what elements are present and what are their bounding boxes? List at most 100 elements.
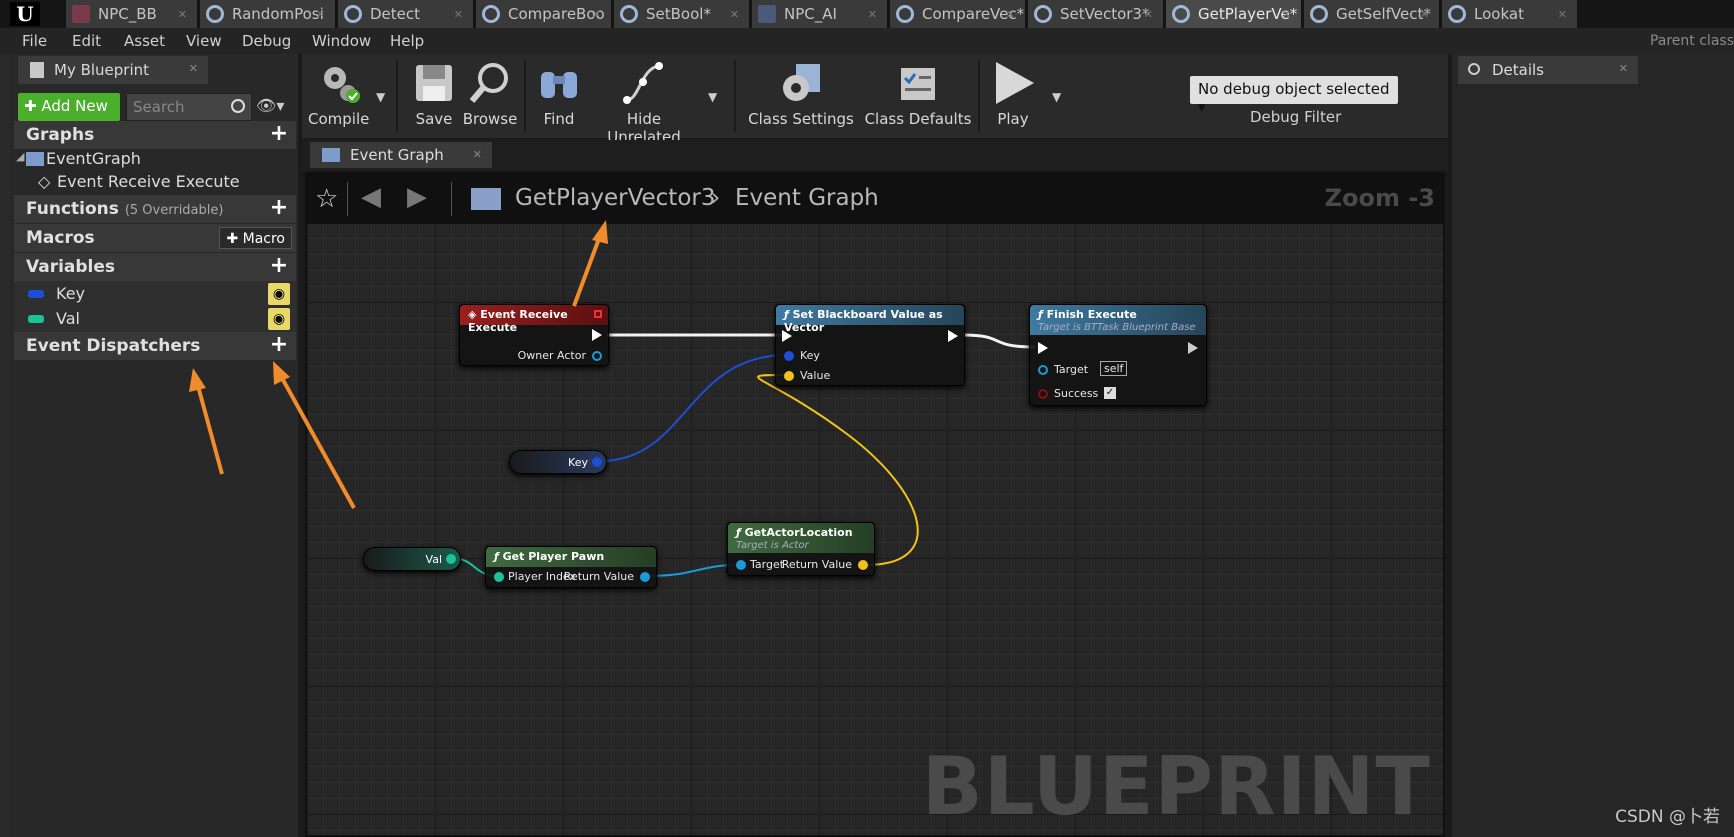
hide-unrelated-button[interactable]: Hide Unrelated	[592, 58, 696, 146]
add-variable-plus-icon[interactable]: +	[269, 253, 289, 278]
compile-button[interactable]: Compile	[308, 58, 369, 134]
find-button[interactable]: Find	[532, 58, 586, 134]
tab-setbool[interactable]: SetBool*✕	[614, 0, 750, 28]
event-dispatchers-section-header[interactable]: Event Dispatchers +	[14, 332, 296, 360]
macros-section-header[interactable]: Macros ✚ Macro	[14, 224, 296, 252]
tab-detect[interactable]: Detect✕	[338, 0, 474, 28]
close-icon[interactable]: ✕	[315, 7, 325, 21]
hide-unrelated-dropdown-icon[interactable]: ▼	[708, 90, 718, 104]
exec-in-pin[interactable]	[1038, 342, 1048, 354]
add-dispatcher-plus-icon[interactable]: +	[269, 332, 289, 357]
play-button[interactable]: Play	[988, 58, 1038, 134]
success-pin[interactable]	[1038, 389, 1048, 399]
search-icon	[231, 99, 245, 113]
variables-section-header[interactable]: Variables +	[14, 253, 296, 281]
return-value-pin[interactable]	[858, 560, 868, 570]
menu-view[interactable]: View	[186, 32, 222, 50]
tree-item-eventgraph[interactable]: EventGraph	[46, 149, 141, 168]
add-graph-plus-icon[interactable]: +	[269, 121, 289, 146]
save-button[interactable]: Save	[408, 58, 460, 134]
menu-asset[interactable]: Asset	[124, 32, 166, 50]
add-new-button[interactable]: ✚ Add New ▾	[18, 93, 120, 133]
variable-row-key[interactable]: Key ◉	[14, 281, 296, 307]
node-get-actor-location[interactable]: ƒ GetActorLocation Target is Actor Targe…	[727, 522, 875, 576]
exec-out-pin[interactable]	[948, 330, 958, 342]
event-graph-canvas[interactable]: ☆ ◀ ▶ GetPlayerVector3 › Event Graph Zoo…	[305, 172, 1445, 837]
exec-out-pin[interactable]	[1188, 342, 1198, 354]
add-macro-button[interactable]: ✚ Macro	[219, 227, 292, 249]
compile-dropdown-icon[interactable]: ▼	[376, 90, 386, 104]
close-icon[interactable]: ✕	[177, 7, 187, 21]
functions-section-header[interactable]: Functions (5 Overridable) +	[14, 195, 296, 223]
visibility-eye-icon[interactable]: ◉	[268, 308, 290, 330]
node-get-player-pawn[interactable]: ƒ Get Player Pawn Player Index Return Va…	[485, 546, 657, 588]
delegate-pin-icon[interactable]	[594, 310, 602, 318]
close-icon[interactable]: ✕	[591, 7, 601, 21]
details-tab[interactable]: Details✕	[1458, 56, 1638, 84]
tab-npc-ai[interactable]: NPC_AI✕	[752, 0, 888, 28]
tab-lookat[interactable]: Lookat✕	[1442, 0, 1578, 28]
menu-window[interactable]: Window	[312, 32, 372, 50]
back-arrow-icon[interactable]: ◀	[361, 182, 381, 212]
my-blueprint-tab[interactable]: My Blueprint✕	[18, 56, 208, 84]
node-set-blackboard-value-as-vector[interactable]: ƒ Set Blackboard Value as Vector Key Val…	[775, 304, 965, 386]
search-input[interactable]: Search	[126, 93, 252, 121]
tab-event-graph[interactable]: Event Graph✕	[310, 142, 492, 168]
key-out-pin[interactable]	[592, 457, 602, 467]
tab-getplayervector3[interactable]: GetPlayerVe*✕	[1166, 0, 1302, 28]
menu-file[interactable]: File	[22, 32, 48, 50]
tree-item-event-receive-execute[interactable]: Event Receive Execute	[57, 172, 240, 191]
node-get-key[interactable]: Key	[509, 450, 607, 474]
tab-comparevec[interactable]: CompareVec*✕	[890, 0, 1026, 28]
add-function-plus-icon[interactable]: +	[269, 195, 289, 220]
exec-out-pin[interactable]	[592, 329, 602, 341]
tab-getselfvector[interactable]: GetSelfVect*✕	[1304, 0, 1440, 28]
favorite-star-icon[interactable]: ☆	[315, 184, 339, 214]
close-icon[interactable]: ✕	[1419, 7, 1429, 21]
close-icon[interactable]: ✕	[453, 7, 463, 21]
menu-debug[interactable]: Debug	[242, 32, 292, 50]
class-settings-button[interactable]: Class Settings	[746, 58, 856, 134]
visibility-eye-icon[interactable]: ◉	[268, 283, 290, 305]
player-index-pin[interactable]	[494, 572, 504, 582]
return-value-pin[interactable]	[640, 572, 650, 582]
browse-button[interactable]: Browse	[460, 58, 520, 134]
tab-compareboo[interactable]: CompareBoo✕	[476, 0, 612, 28]
graphs-section-header[interactable]: Graphs +	[14, 121, 296, 149]
target-pin[interactable]	[736, 560, 746, 570]
target-default-value[interactable]: self	[1100, 361, 1128, 376]
node-finish-execute[interactable]: ƒ Finish Execute Target is BTTask Bluepr…	[1029, 304, 1207, 406]
play-dropdown-icon[interactable]: ▼	[1052, 90, 1062, 104]
close-icon[interactable]: ✕	[1281, 7, 1291, 21]
success-checkbox[interactable]: ✓	[1104, 387, 1116, 399]
exec-in-pin[interactable]	[782, 330, 792, 342]
value-pin[interactable]	[784, 371, 794, 381]
close-icon[interactable]: ✕	[1143, 7, 1153, 21]
close-icon[interactable]: ✕	[867, 7, 877, 21]
close-icon[interactable]: ✕	[1618, 62, 1628, 75]
forward-arrow-icon[interactable]: ▶	[407, 182, 427, 212]
close-icon[interactable]: ✕	[729, 7, 739, 21]
variable-row-val[interactable]: Val ◉	[14, 306, 296, 332]
target-pin[interactable]	[1038, 365, 1048, 375]
close-icon[interactable]: ✕	[1557, 7, 1567, 21]
node-get-val[interactable]: Val	[363, 547, 461, 571]
collapse-triangle-icon[interactable]: ◢	[16, 150, 25, 163]
close-icon[interactable]: ✕	[1005, 7, 1015, 21]
tab-randomposi[interactable]: RandomPosi✕	[200, 0, 336, 28]
close-icon[interactable]: ✕	[188, 62, 198, 75]
view-options-eye-icon[interactable]: 👁▾	[256, 96, 285, 115]
menu-edit[interactable]: Edit	[72, 32, 102, 50]
tab-npc-bb[interactable]: NPC_BB✕	[66, 0, 198, 28]
class-defaults-button[interactable]: Class Defaults	[862, 58, 974, 134]
menu-help[interactable]: Help	[390, 32, 425, 50]
owner-actor-pin[interactable]	[592, 351, 602, 361]
debug-object-select[interactable]: No debug object selected ▾	[1190, 76, 1398, 116]
tab-setvector3[interactable]: SetVector3*✕	[1028, 0, 1164, 28]
node-event-receive-execute[interactable]: ◈ Event Receive Execute Owner Actor	[459, 304, 609, 366]
val-out-pin[interactable]	[446, 554, 456, 564]
key-pin[interactable]	[784, 351, 794, 361]
breadcrumb-blueprint-name[interactable]: GetPlayerVector3	[515, 185, 716, 211]
close-icon[interactable]: ✕	[472, 148, 482, 161]
macros-label: Macros	[26, 228, 95, 248]
